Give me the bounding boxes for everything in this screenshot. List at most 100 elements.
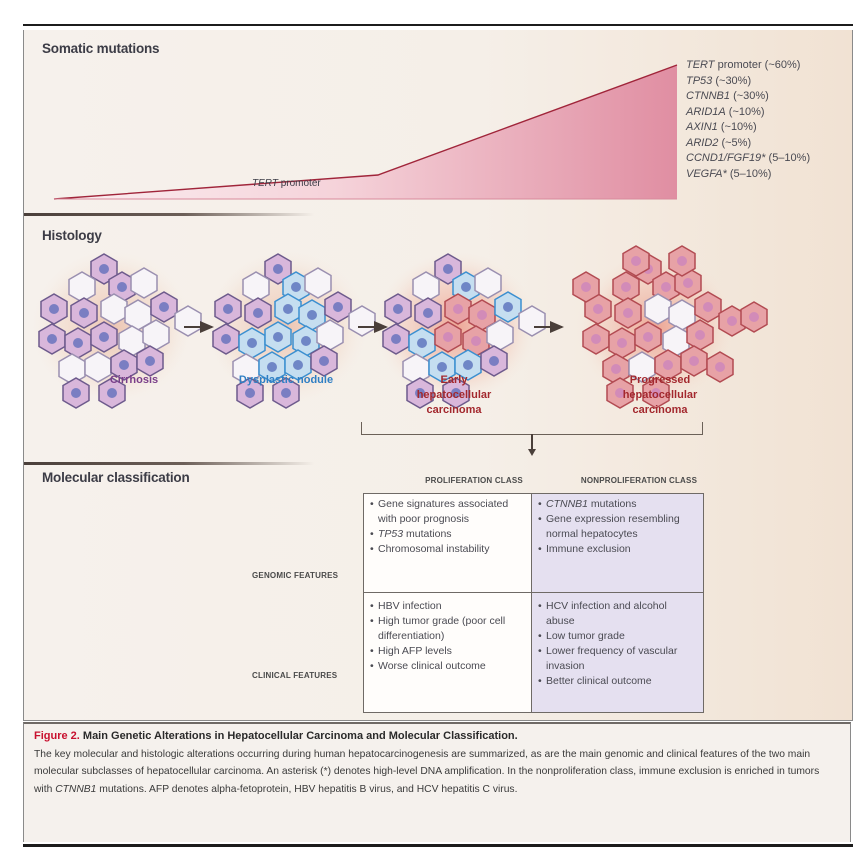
- cell-nucleus: [307, 310, 317, 320]
- cell-nucleus: [415, 388, 425, 398]
- cell-nucleus: [333, 302, 343, 312]
- section-title-histology: Histology: [42, 228, 102, 243]
- mutation-item: ARID1A (~10%): [686, 105, 765, 118]
- cell-nucleus: [253, 308, 263, 318]
- cell-nucleus: [477, 310, 487, 320]
- list-item: •High tumor grade (poor cell differentia…: [370, 615, 506, 642]
- cell-nucleus: [651, 388, 661, 398]
- cell-nucleus: [727, 316, 737, 326]
- cell-nucleus: [291, 282, 301, 292]
- section-divider: [24, 462, 314, 465]
- cell: [242, 271, 270, 303]
- cell-nucleus: [443, 332, 453, 342]
- cell-nucleus: [611, 364, 621, 374]
- row-header-clinical: CLINICAL FEATURES: [252, 671, 338, 680]
- cell-nucleus: [99, 332, 109, 342]
- stage-label-line: Cirrhosis: [109, 374, 159, 386]
- mutation-list: TERT promoter (~60%) TP53 (~30%) CTNNB1 …: [686, 58, 810, 182]
- cell: [348, 305, 376, 337]
- stage-label-line: carcinoma: [426, 404, 482, 416]
- cell: [142, 319, 170, 351]
- cell-nucleus: [715, 362, 725, 372]
- stage-label-line: Early: [440, 374, 468, 386]
- list-item: •Gene signatures associated with poor pr…: [370, 498, 509, 525]
- cell-nucleus: [281, 388, 291, 398]
- classification-table: •Gene signatures associated with poor pr…: [363, 493, 704, 713]
- stage-label-line: hepatocellular: [622, 389, 698, 401]
- cell-nucleus: [643, 332, 653, 342]
- list-item: •Gene expression resembling normal hepat…: [538, 513, 680, 540]
- mutation-item: AXIN1 (~10%): [686, 121, 757, 133]
- list-item: •Lower frequency of vascular invasion: [538, 645, 678, 672]
- list-item: •HBV infection: [370, 600, 442, 612]
- cell-nucleus: [49, 304, 59, 314]
- mutation-item: TERT promoter (~60%): [686, 59, 801, 71]
- bottom-rule: [23, 844, 853, 847]
- cell: [644, 293, 672, 325]
- mutation-item: ARID2 (~5%): [686, 136, 752, 149]
- list-item: •Better clinical outcome: [538, 675, 652, 687]
- stage-label-line: Dysplastic nodule: [238, 374, 334, 386]
- cell: [518, 305, 546, 337]
- cell-nucleus: [301, 336, 311, 346]
- list-item: •CTNNB1 mutations: [538, 498, 637, 510]
- cell-nucleus: [283, 304, 293, 314]
- cell-nucleus: [683, 278, 693, 288]
- stage-label-dysplastic-nodule: Dysplastic nodule: [206, 373, 366, 388]
- mutation-ramp-area: [54, 65, 677, 199]
- cell-nucleus: [631, 256, 641, 266]
- tert-promoter-label: TERT promoter: [252, 178, 321, 189]
- cell-nucleus: [621, 282, 631, 292]
- top-rule: [23, 24, 853, 26]
- list-item: •HCV infection and alcohol abuse: [538, 600, 667, 627]
- cell: [174, 305, 202, 337]
- cell-nucleus: [221, 334, 231, 344]
- cell-nucleus: [749, 312, 759, 322]
- cell-nucleus: [463, 360, 473, 370]
- cell-nonproliferation-genomic: •CTNNB1 mutations •Gene expression resem…: [532, 494, 703, 593]
- caption-body: The key molecular and histologic alterat…: [34, 749, 820, 795]
- cell-nucleus: [393, 304, 403, 314]
- cell-nucleus: [159, 302, 169, 312]
- caption-title: Figure 2. Main Genetic Alterations in He…: [34, 730, 518, 742]
- cell-nucleus: [489, 356, 499, 366]
- cell: [412, 271, 440, 303]
- down-arrow-icon: [528, 434, 536, 456]
- list-item: •Immune exclusion: [538, 543, 631, 555]
- cell-nucleus: [73, 338, 83, 348]
- mutation-item: VEGFA* (5–10%): [686, 167, 772, 180]
- row-header-genomic: GENOMIC FEATURES: [252, 571, 339, 580]
- cell: [316, 319, 344, 351]
- mutation-item: TP53 (~30%): [686, 74, 752, 87]
- list-item: •Worse clinical outcome: [370, 660, 486, 672]
- cell-nucleus: [391, 334, 401, 344]
- cell-nucleus: [247, 338, 257, 348]
- cell-nucleus: [107, 388, 117, 398]
- cell-nucleus: [591, 334, 601, 344]
- cell: [304, 267, 332, 299]
- stage-label-progressed-hcc: Progressed hepatocellular carcinoma: [590, 373, 730, 418]
- column-header-nonproliferation: NONPROLIFERATION CLASS: [580, 476, 698, 485]
- cell-nucleus: [443, 264, 453, 274]
- cell-nonproliferation-clinical: •HCV infection and alcohol abuse •Low tu…: [532, 593, 703, 712]
- cell-nucleus: [119, 360, 129, 370]
- cirrhosis-cluster: [32, 251, 202, 409]
- figure-number: Figure 2.: [34, 730, 80, 742]
- section-divider: [24, 213, 314, 216]
- cell-nucleus: [661, 282, 671, 292]
- cell-nucleus: [319, 356, 329, 366]
- cell-nucleus: [703, 302, 713, 312]
- mutation-item: CTNNB1 (~30%): [686, 90, 769, 102]
- early-hcc-cluster: [376, 251, 546, 409]
- cell-nucleus: [689, 356, 699, 366]
- stage-label-line: carcinoma: [632, 404, 688, 416]
- stage-label-line: hepatocellular: [416, 389, 492, 401]
- column-header-proliferation: PROLIFERATION CLASS: [425, 476, 523, 485]
- figure-caption: Figure 2. Main Genetic Alterations in He…: [23, 722, 851, 842]
- progressed-hcc-cluster: [572, 245, 768, 409]
- section-title-somatic: Somatic mutations: [42, 41, 160, 56]
- list-item: •High AFP levels: [370, 645, 452, 657]
- stage-label-cirrhosis: Cirrhosis: [74, 373, 194, 388]
- cell-nucleus: [461, 282, 471, 292]
- cell-nucleus: [503, 302, 513, 312]
